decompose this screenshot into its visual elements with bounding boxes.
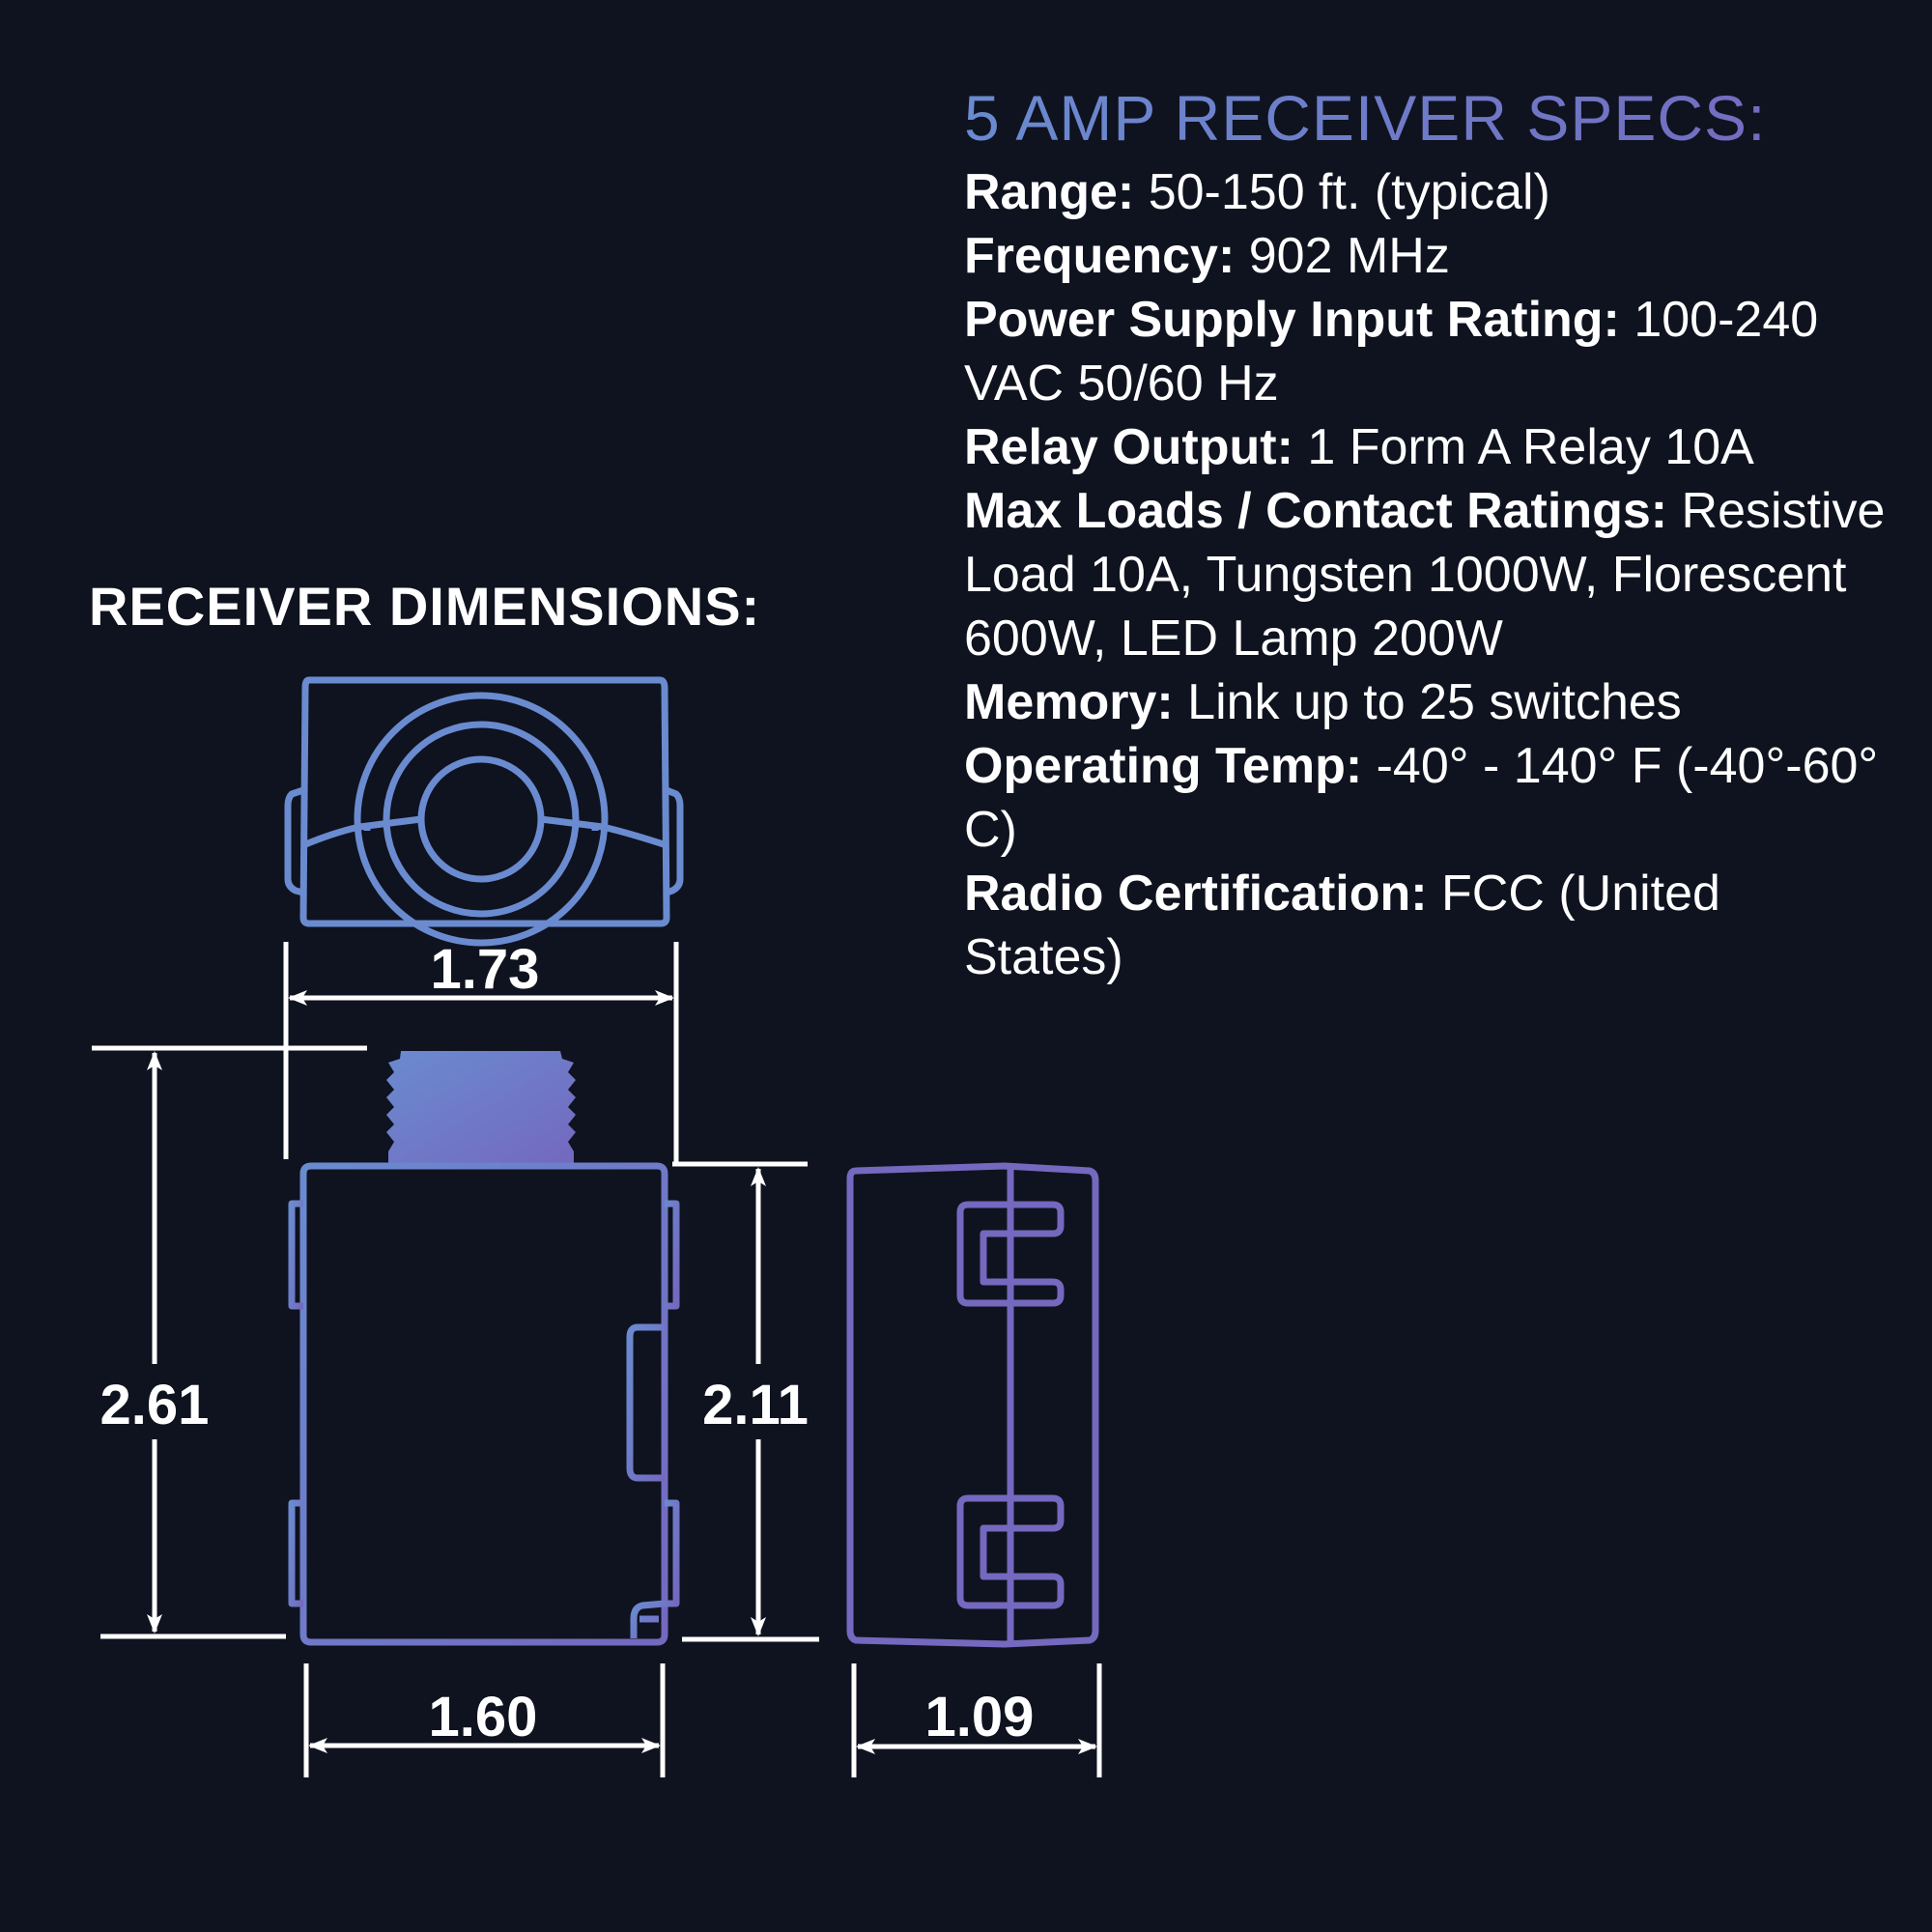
right-tab-lower (665, 1499, 680, 1607)
spec-value: 50-150 ft. (typical) (1134, 164, 1550, 220)
spec-memory: Memory: Link up to 25 switches (964, 670, 1891, 734)
lower-clip (956, 1494, 1065, 1609)
dimension-label-body-width: 1.60 (429, 1686, 538, 1748)
top-view-right-tab (665, 786, 684, 896)
left-tab-lower (288, 1499, 303, 1607)
specs-panel: 5 AMP RECEIVER SPECS: Range: 50-150 ft. … (964, 75, 1891, 989)
dimension-label-top-width: 1.73 (431, 938, 540, 1001)
spec-range: Range: 50-150 ft. (typical) (964, 160, 1891, 224)
spec-label: Frequency: (964, 228, 1236, 284)
seam-line (301, 815, 668, 849)
dimensions-title: RECEIVER DIMENSIONS: (89, 576, 761, 637)
left-tab-upper (288, 1200, 303, 1310)
body-outline (299, 1162, 668, 1646)
top-view-outline (299, 676, 670, 927)
side-latch (626, 1323, 665, 1482)
corner-clip (630, 1600, 666, 1638)
right-tab-upper (665, 1200, 680, 1310)
spec-operating-temp: Operating Temp: -40° - 140° F (-40°-60° … (964, 734, 1891, 862)
top-view (284, 676, 684, 947)
dimension-1-09 (851, 1663, 1102, 1777)
spec-value: 902 MHz (1235, 228, 1450, 284)
threaded-nut (386, 1051, 576, 1164)
spec-label: Max Loads / Contact Ratings: (964, 483, 1668, 539)
spec-value: 1 Form A Relay 10A (1293, 419, 1754, 475)
dimension-2-11 (672, 1161, 819, 1642)
spec-frequency: Frequency: 902 MHz (964, 224, 1891, 288)
spec-value: 100-240 VAC 50/60 Hz (964, 292, 1819, 412)
top-view-left-tab (284, 786, 305, 896)
dimension-1-60 (303, 1663, 666, 1777)
spec-radio-certification: Radio Certification: FCC (United States) (964, 862, 1891, 989)
dimension-label-depth: 1.09 (925, 1686, 1035, 1748)
spec-power-supply: Power Supply Input Rating: 100-240 VAC 5… (964, 288, 1891, 415)
side-view (846, 1162, 1099, 1648)
inner-ring (417, 755, 545, 883)
side-view-outline (846, 1162, 1099, 1648)
spec-value: Link up to 25 switches (1173, 674, 1682, 730)
dimension-2-61 (92, 1045, 367, 1639)
dimension-label-body-height: 2.11 (702, 1374, 809, 1436)
upper-clip (956, 1201, 1065, 1307)
spec-label: Range: (964, 164, 1135, 220)
front-view (288, 1051, 680, 1646)
middle-ring (383, 721, 580, 918)
spec-value: FCC (United States) (964, 866, 1720, 985)
spec-label: Radio Certification: (964, 866, 1428, 922)
outer-ring (354, 692, 609, 947)
spec-label: Power Supply Input Rating: (964, 292, 1620, 348)
spec-max-loads: Max Loads / Contact Ratings: Resistive L… (964, 479, 1891, 670)
specs-title: 5 AMP RECEIVER SPECS: (964, 75, 1891, 160)
spec-value: Resistive Load 10A, Tungsten 1000W, Flor… (964, 483, 1886, 667)
spec-label: Operating Temp: (964, 738, 1363, 794)
spec-label: Memory: (964, 674, 1174, 730)
spec-value: -40° - 140° F (-40°-60° C) (964, 738, 1879, 858)
spec-label: Relay Output: (964, 419, 1293, 475)
dimension-label-overall-height: 2.61 (100, 1374, 210, 1436)
spec-relay-output: Relay Output: 1 Form A Relay 10A (964, 415, 1891, 479)
